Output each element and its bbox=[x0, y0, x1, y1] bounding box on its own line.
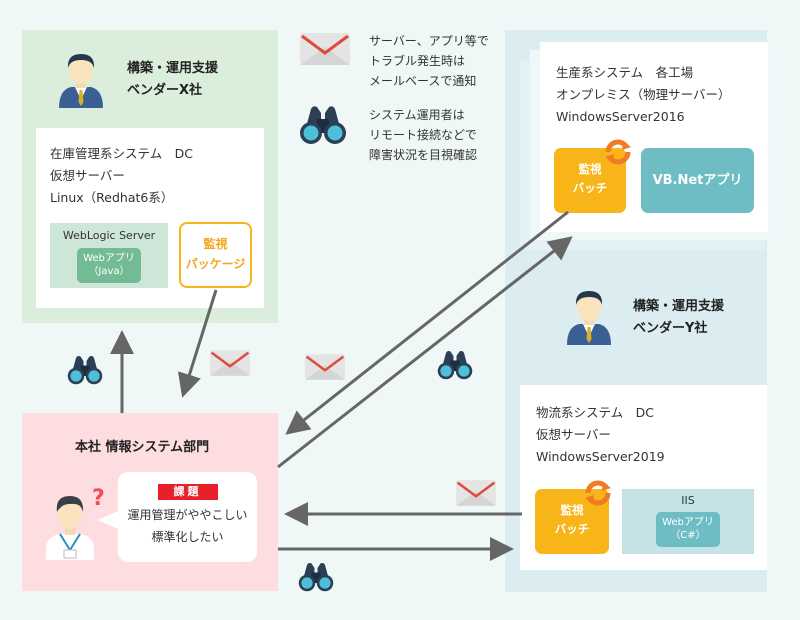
legend-remote-line3: 障害状況を目視確認 bbox=[369, 148, 478, 162]
logistics-refresh-icon bbox=[584, 479, 612, 511]
web-app-csharp-line1: Webアプリ bbox=[662, 517, 714, 528]
production-system-line2: オンプレミス（物理サーバー） bbox=[556, 87, 731, 102]
web-app-java-line2: （Java） bbox=[88, 266, 130, 277]
production-system-line3: WindowsServer2016 bbox=[556, 109, 685, 124]
question-mark-icon: ? bbox=[92, 486, 105, 511]
legend-mail-text: サーバー、アプリ等で トラブル発生時は メールベースで通知 bbox=[369, 31, 489, 91]
web-app-csharp: Webアプリ （C#） bbox=[656, 512, 720, 547]
vendor-x-person-icon bbox=[55, 50, 107, 108]
legend-mail-line2: トラブル発生時は bbox=[369, 54, 466, 68]
vendor-x-title-line1: 構築・運用支援 bbox=[127, 61, 219, 76]
vendor-y-person-icon bbox=[563, 287, 615, 345]
production-refresh-icon bbox=[604, 138, 632, 170]
binoculars-icon-hq-to-production bbox=[437, 350, 473, 384]
binoculars-icon-hq-to-logistics bbox=[298, 562, 334, 596]
vendor-y-title: 構築・運用支援 ベンダーY社 bbox=[633, 296, 724, 340]
legend-binoculars-icon bbox=[299, 105, 347, 149]
web-app-java: Webアプリ （Java） bbox=[77, 248, 141, 283]
monitor-package-box: 監視 パッケージ bbox=[179, 222, 252, 288]
vendor-y-title-line2: ベンダーY社 bbox=[633, 321, 708, 336]
legend-remote-line1: システム運用者は bbox=[369, 108, 465, 122]
weblogic-server-label: WebLogic Server bbox=[62, 229, 156, 242]
logistics-system-line1: 物流系システム DC bbox=[536, 405, 654, 420]
legend-remote-text: システム運用者は リモート接続などで 障害状況を目視確認 bbox=[369, 105, 477, 165]
legend-remote-line2: リモート接続などで bbox=[369, 128, 477, 142]
logistics-batch-line2: バッチ bbox=[554, 522, 590, 536]
mail-icon-logistics-to-hq bbox=[456, 480, 496, 510]
legend-mail-icon bbox=[300, 33, 350, 65]
web-app-csharp-line2: （C#） bbox=[670, 530, 706, 541]
production-system-line1: 生産系システム 各工場 bbox=[556, 65, 694, 80]
vendor-y-title-line1: 構築・運用支援 bbox=[633, 299, 725, 314]
inventory-system-line3: Linux（Redhat6系） bbox=[50, 190, 174, 205]
web-app-java-line1: Webアプリ bbox=[83, 253, 135, 264]
bubble-tail bbox=[97, 508, 121, 536]
inventory-system-text: 在庫管理系システム DC 仮想サーバー Linux（Redhat6系） bbox=[50, 143, 193, 209]
monitor-package-line1: 監視 bbox=[203, 237, 228, 251]
logistics-monitor-batch: 監視 バッチ bbox=[535, 489, 609, 554]
production-batch-line1: 監視 bbox=[578, 162, 602, 176]
logistics-batch-line1: 監視 bbox=[560, 503, 584, 517]
mail-icon-x-to-hq bbox=[210, 350, 250, 380]
issue-speech-bubble: 課題 運用管理がややこしい 標準化したい bbox=[118, 472, 257, 562]
inventory-system-line2: 仮想サーバー bbox=[50, 168, 125, 183]
legend-mail-line1: サーバー、アプリ等で bbox=[369, 34, 489, 48]
issue-badge: 課題 bbox=[157, 484, 218, 500]
iis-box: IIS Webアプリ （C#） bbox=[622, 489, 754, 554]
iis-label: IIS bbox=[681, 494, 695, 507]
logistics-system-text: 物流系システム DC 仮想サーバー WindowsServer2019 bbox=[536, 402, 665, 468]
weblogic-server-box: WebLogic Server Webアプリ （Java） bbox=[50, 223, 168, 288]
legend-mail-line3: メールベースで通知 bbox=[369, 74, 477, 88]
issue-line2: 標準化したい bbox=[151, 530, 224, 544]
monitor-package-line2: パッケージ bbox=[185, 257, 246, 271]
production-batch-line2: バッチ bbox=[572, 181, 608, 195]
vendor-x-title-line2: ベンダーX社 bbox=[127, 83, 203, 98]
binoculars-icon-hq-to-x bbox=[67, 355, 103, 389]
production-system-text: 生産系システム 各工場 オンプレミス（物理サーバー） WindowsServer… bbox=[556, 62, 731, 128]
hq-staff-icon bbox=[42, 490, 98, 564]
vbnet-app-box: VB.Netアプリ bbox=[641, 148, 754, 213]
headquarters-title: 本社 情報システム部門 bbox=[75, 440, 210, 455]
logistics-system-line3: WindowsServer2019 bbox=[536, 449, 665, 464]
logistics-system-line2: 仮想サーバー bbox=[536, 427, 611, 442]
inventory-system-line1: 在庫管理系システム DC bbox=[50, 146, 193, 161]
vendor-x-title: 構築・運用支援 ベンダーX社 bbox=[127, 58, 218, 102]
issue-line1: 運用管理がややこしい bbox=[127, 508, 248, 522]
vbnet-app-label: VB.Netアプリ bbox=[652, 173, 743, 188]
mail-icon-production-to-hq bbox=[305, 354, 345, 384]
